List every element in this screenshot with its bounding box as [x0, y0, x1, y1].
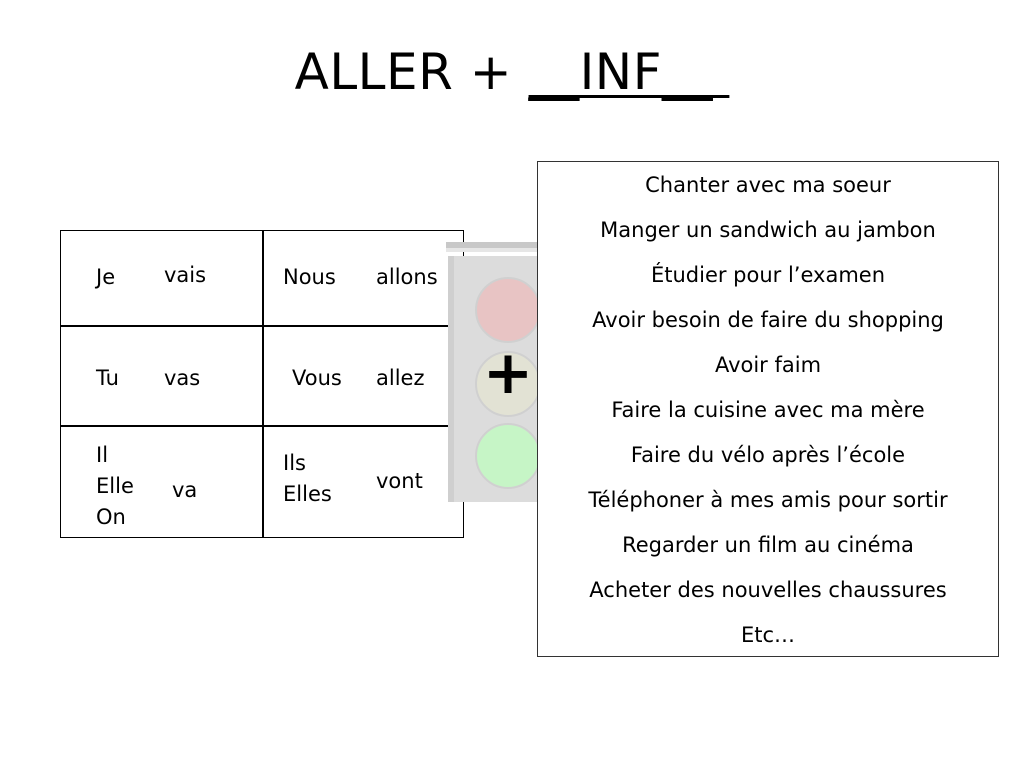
- pronoun-il: Il: [96, 443, 109, 467]
- title-blank: __INF__: [528, 43, 730, 101]
- pronoun-vous: Vous: [292, 366, 342, 390]
- pronoun-nous: Nous: [283, 265, 336, 289]
- pronoun-on: On: [96, 505, 126, 529]
- title-prefix: ALLER +: [294, 43, 529, 101]
- slide-title: ALLER + __INF__: [0, 40, 1024, 104]
- activity-item: Faire du vélo après l’école: [630, 443, 906, 467]
- pronoun-elles: Elles: [283, 482, 332, 506]
- pronoun-tu: Tu: [96, 366, 119, 390]
- pronoun-elle: Elle: [96, 474, 134, 498]
- verb-vont: vont: [376, 469, 423, 493]
- pronoun-ils: Ils: [283, 451, 306, 475]
- pronoun-je: Je: [96, 265, 116, 289]
- activity-item: Chanter avec ma soeur: [645, 173, 891, 197]
- plus-sign: +: [482, 338, 534, 408]
- table-column-divider: [262, 231, 264, 537]
- table-row-divider: [61, 325, 463, 327]
- activity-item: Manger un sandwich au jambon: [600, 218, 936, 242]
- activity-item: Faire la cuisine avec ma mère: [611, 398, 925, 422]
- activity-item: Étudier pour l’examen: [650, 263, 886, 287]
- verb-allons: allons: [376, 265, 438, 289]
- table-row-divider: [61, 425, 463, 427]
- yellow-light-icon: [476, 352, 540, 416]
- red-light-icon: [476, 278, 540, 342]
- activity-item: Regarder un film au cinéma: [622, 533, 914, 557]
- verb-vais: vais: [164, 263, 207, 287]
- conjugation-table: Je vais Nous allons Tu vas Vous allez Il…: [60, 230, 464, 538]
- green-light-icon: [476, 424, 540, 488]
- verb-va: va: [172, 478, 198, 502]
- pronoun-stack-plural: Ils Elles: [283, 448, 332, 510]
- activity-item: Avoir faim: [714, 353, 822, 377]
- activity-item: Acheter des nouvelles chaussures: [589, 578, 947, 602]
- activity-item: Téléphoner à mes amis pour sortir: [588, 488, 948, 512]
- activity-item: Etc…: [740, 623, 796, 647]
- activity-item: Avoir besoin de faire du shopping: [592, 308, 944, 332]
- pronoun-stack-singular: Il Elle On: [96, 440, 134, 533]
- verb-vas: vas: [164, 366, 201, 390]
- verb-allez: allez: [376, 366, 425, 390]
